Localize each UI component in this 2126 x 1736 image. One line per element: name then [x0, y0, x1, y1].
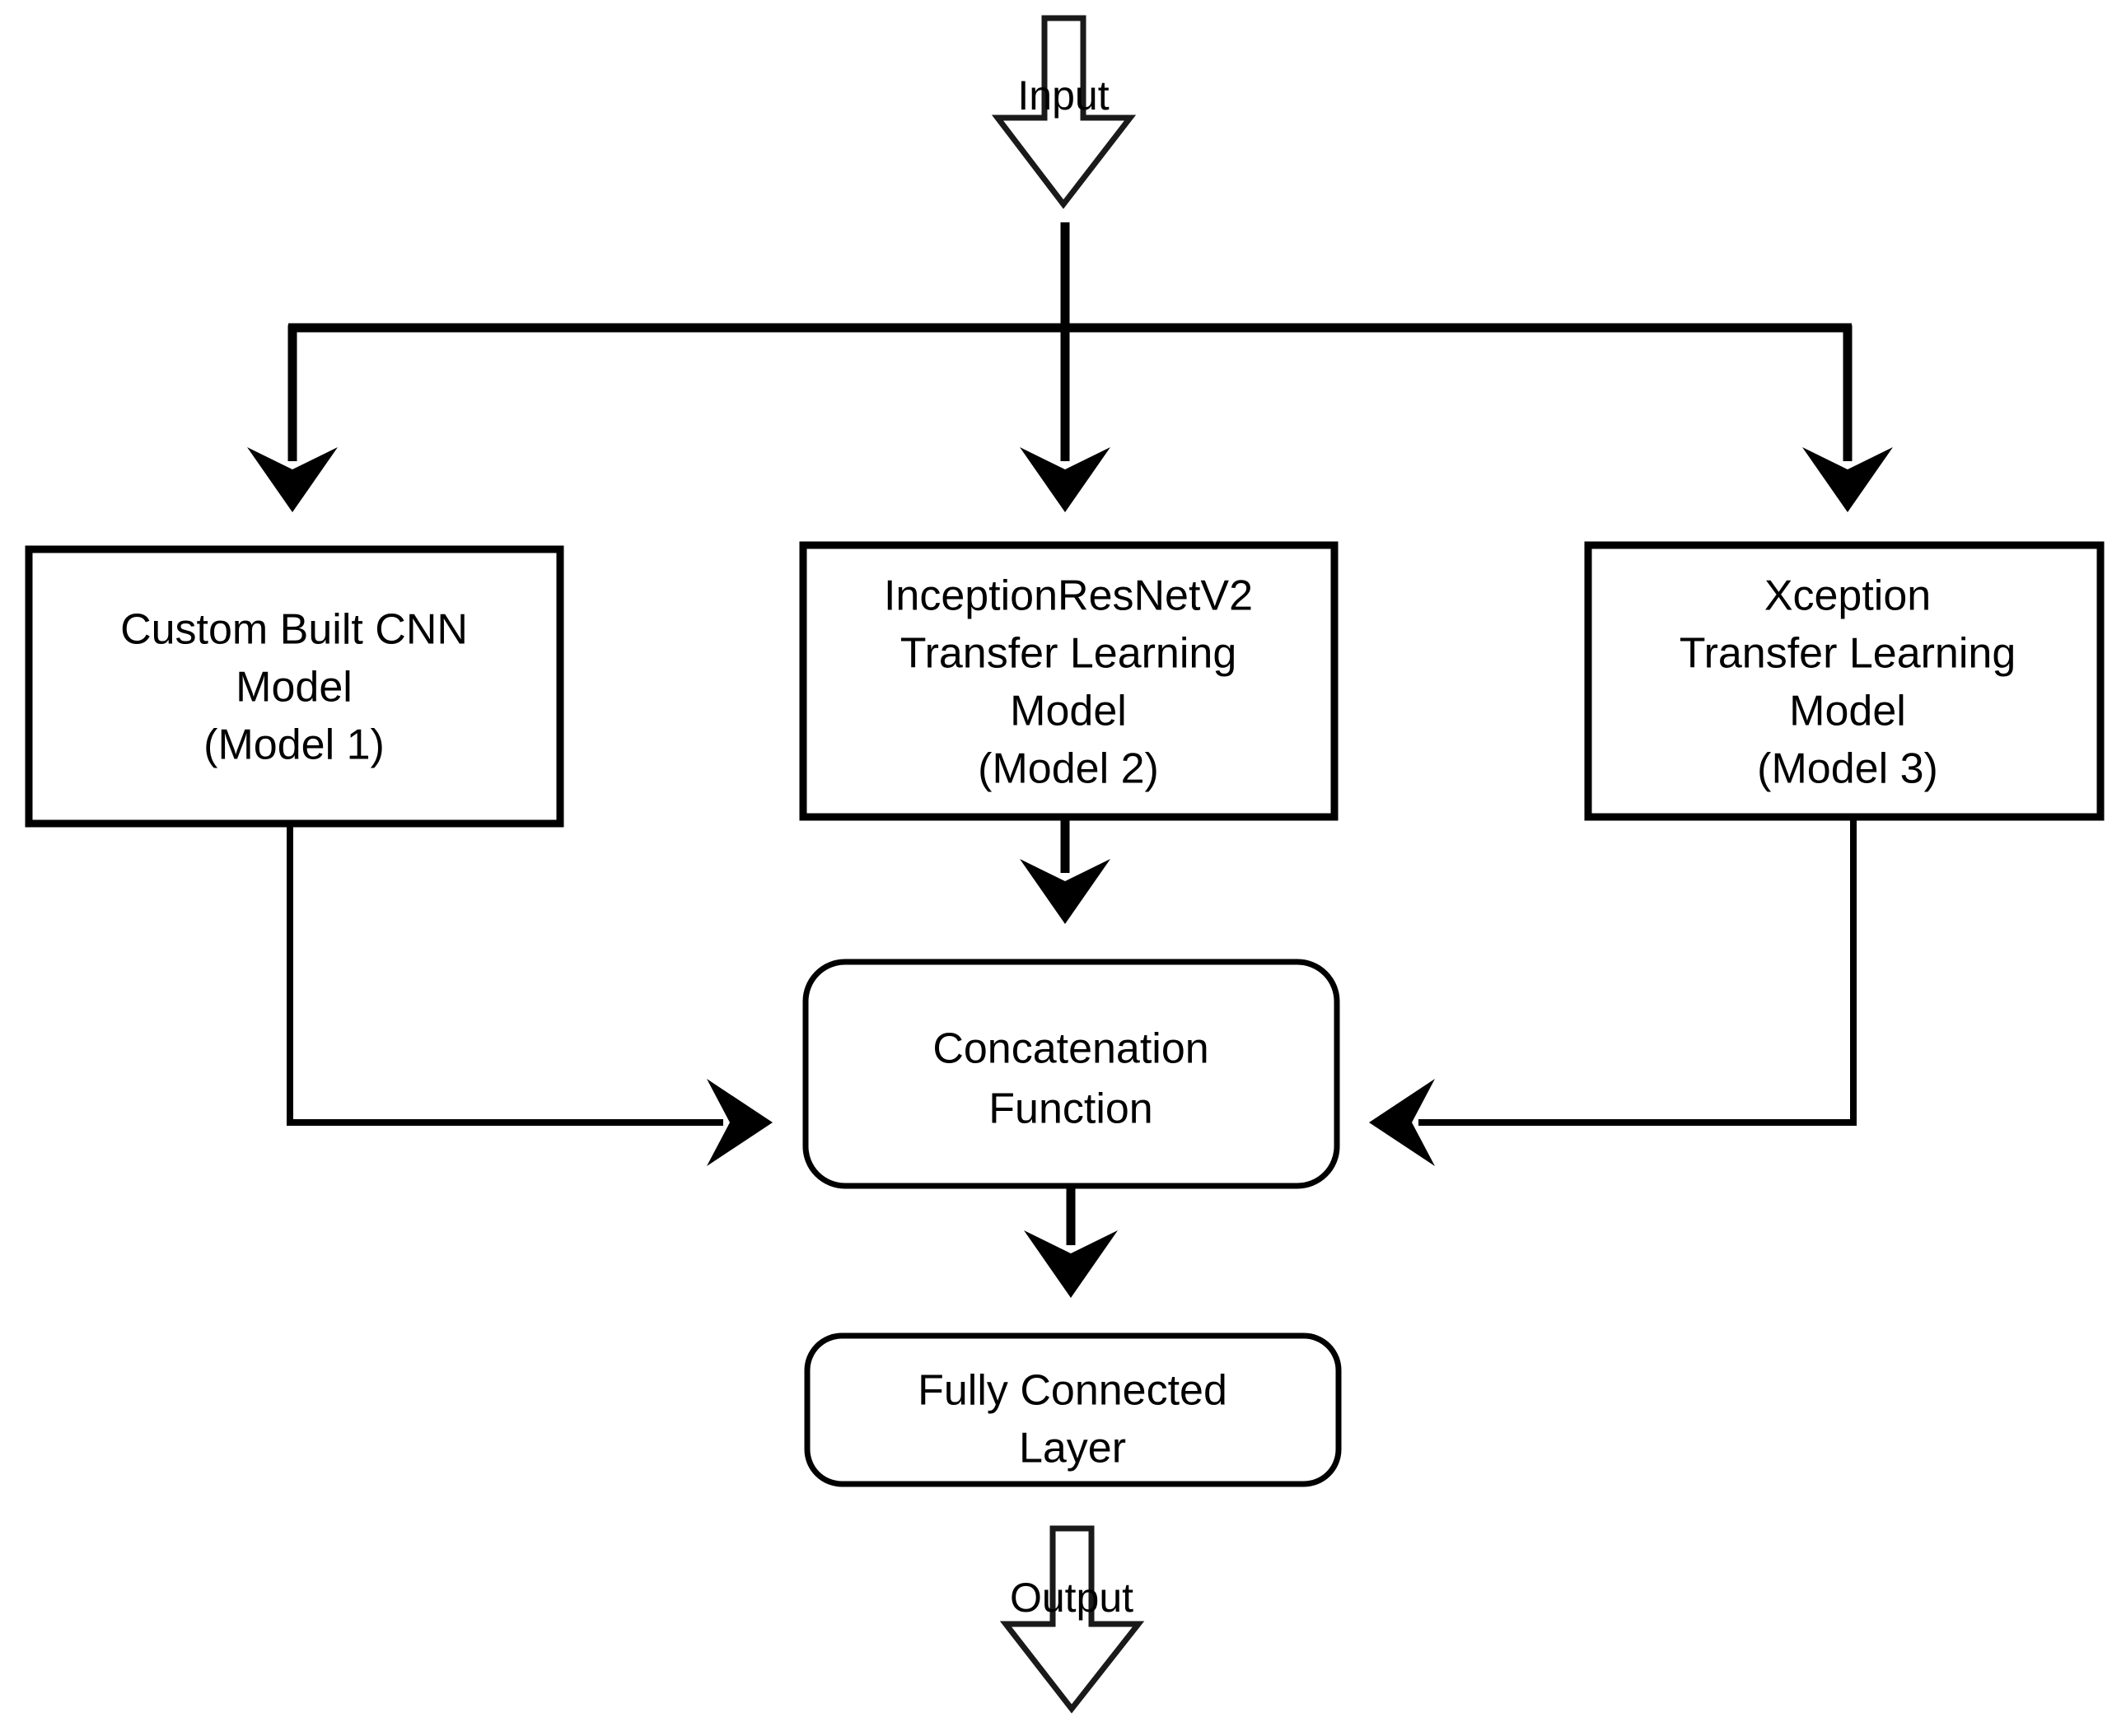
- model-2-box[interactable]: [799, 541, 1339, 821]
- node-model-2[interactable]: InceptionResNetV2 Transfer Learning Mode…: [799, 541, 1339, 821]
- concatenation-line-1: Concatenation: [932, 1025, 1208, 1073]
- model-3-line-1: Xception: [1764, 572, 1931, 620]
- model-3-line-2: Transfer Learning: [1680, 630, 2016, 678]
- node-fully-connected-layer[interactable]: Fully Connected Layer: [804, 1332, 1342, 1487]
- edge-bus-to-model2: [1020, 325, 1110, 512]
- input-arrow-shape: [991, 15, 1137, 209]
- edge-model3-to-concat: [1369, 817, 1857, 1166]
- edge-model2-to-concat: [1020, 817, 1110, 924]
- arrowhead-right-concat: [707, 1079, 773, 1166]
- arrowhead-down-model3: [1802, 447, 1893, 512]
- arrowhead-down-fc: [1024, 1230, 1118, 1298]
- model-2-line-4: (Model 2): [978, 745, 1159, 793]
- model-2-line-3: Model: [1010, 688, 1127, 735]
- edge-concat-to-fully-connected: [1024, 1186, 1118, 1298]
- model-3-line-3: Model: [1789, 688, 1906, 735]
- output-block-arrow: [999, 1525, 1145, 1714]
- model-2-line-2: Transfer Learning: [900, 630, 1237, 678]
- node-model-3[interactable]: Xception Transfer Learning Model (Model …: [1584, 541, 2105, 821]
- fully-connected-line-2: Layer: [1019, 1425, 1126, 1472]
- edge-model1-to-concat: [287, 824, 773, 1166]
- concatenation-line-2: Function: [988, 1085, 1152, 1133]
- edge-bus-to-model1: [247, 325, 338, 512]
- output-label: Output: [1010, 1575, 1133, 1621]
- model-2-line-1: InceptionResNetV2: [884, 572, 1253, 620]
- model-1-line-1: Custom Built CNN: [120, 606, 468, 654]
- model-3-box[interactable]: [1584, 541, 2105, 821]
- model-1-line-2: Model: [236, 664, 353, 712]
- fully-connected-line-1: Fully Connected: [918, 1367, 1227, 1415]
- input-block-arrow: [991, 15, 1137, 209]
- arrowhead-down-concat: [1020, 859, 1110, 924]
- output-arrow-shape: [999, 1525, 1145, 1714]
- node-model-1[interactable]: Custom Built CNN Model (Model 1): [25, 545, 564, 828]
- arrowhead-down-model1: [247, 447, 338, 512]
- arrowhead-down-model2: [1020, 447, 1110, 512]
- concatenation-box[interactable]: [802, 959, 1340, 1189]
- model1-elbow-path: [287, 824, 723, 1126]
- model-1-box[interactable]: [25, 545, 564, 828]
- fully-connected-box[interactable]: [804, 1332, 1342, 1487]
- input-label: Input: [1017, 72, 1109, 119]
- edge-bus-to-model3: [1802, 325, 1893, 512]
- model-1-line-3: (Model 1): [203, 721, 385, 769]
- node-concatenation-function[interactable]: Concatenation Function: [802, 959, 1340, 1189]
- model-3-line-4: (Model 3): [1757, 745, 1938, 793]
- model3-elbow-path: [1418, 817, 1857, 1126]
- arrowhead-left-concat: [1369, 1079, 1435, 1166]
